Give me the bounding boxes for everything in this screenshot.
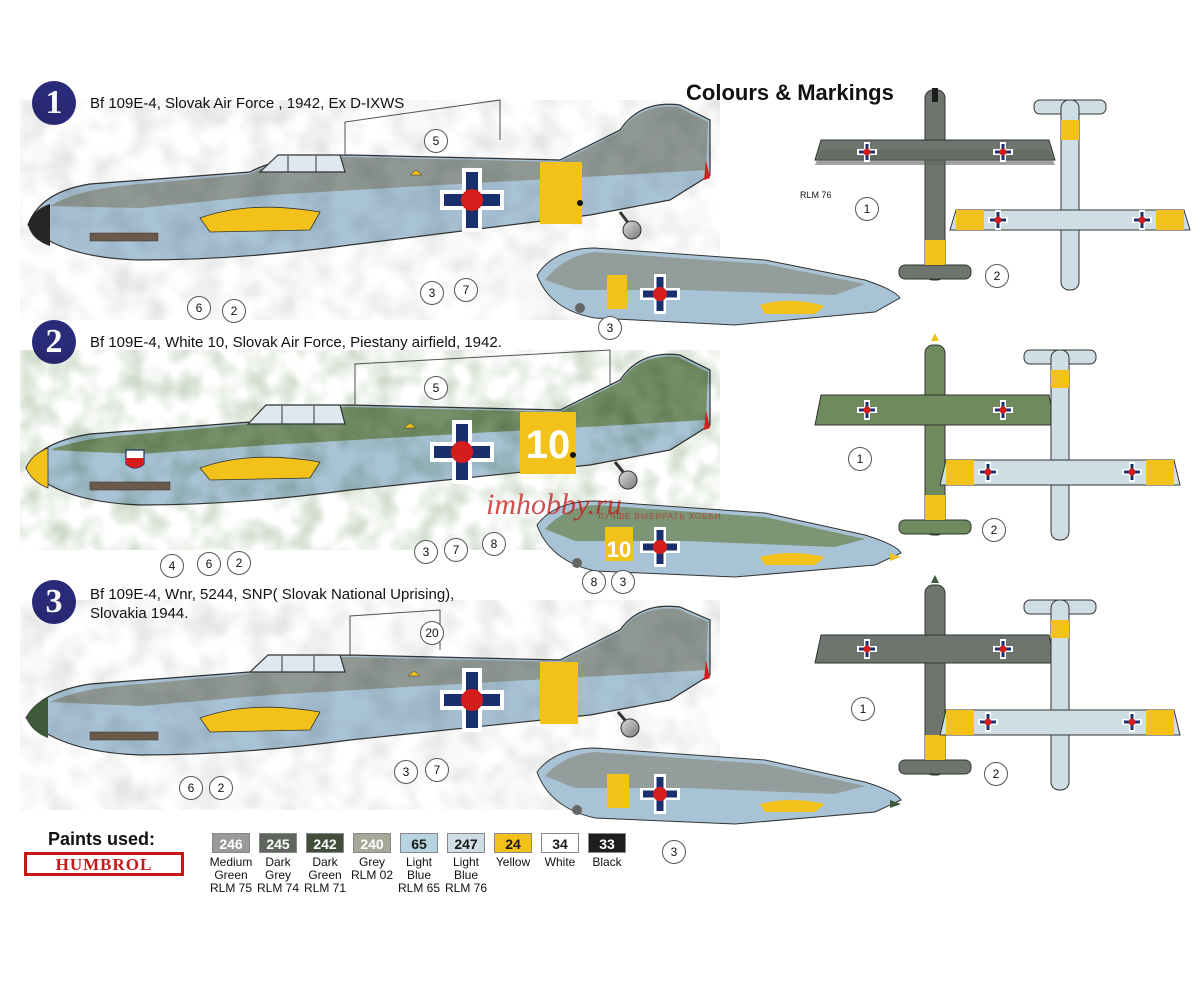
callout-2-5: 5 [424, 376, 448, 400]
paint-swatch-245: 245 [259, 833, 297, 853]
humbrol-logo: HUMBROL [24, 852, 184, 876]
callout-2-6: 6 [197, 552, 221, 576]
callout-plan-2c: 2 [984, 762, 1008, 786]
paint-swatch-247: 247 [447, 833, 485, 853]
callout-3-2: 2 [209, 776, 233, 800]
callout-2-8-small: 8 [582, 570, 606, 594]
scheme-3-caption-line1: Bf 109E-4, Wnr, 5244, SNP( Slovak Nation… [90, 586, 455, 603]
paints-title: Paints used: [48, 829, 156, 849]
paint-swatch-246: 246 [212, 833, 250, 853]
paint-name-line: Blue [453, 868, 479, 882]
paint-name-line: Green [308, 868, 342, 882]
paint-name-line: Yellow [495, 855, 531, 869]
paint-name-33: Black [582, 856, 632, 869]
callout-1-3-small: 3 [598, 316, 622, 340]
callout-2-4: 4 [160, 554, 184, 578]
scheme-1-side-profile [20, 99, 720, 320]
rlm-76-label: RLM 76 [800, 190, 832, 200]
scheme-2-small-fuselage-code: 10 [607, 537, 631, 562]
paint-name-34: White [535, 856, 585, 869]
watermark-logo: imhobby.ru [486, 488, 622, 521]
page-title: Colours & Markings [686, 80, 894, 105]
callout-2-8: 8 [482, 532, 506, 556]
paint-name-line: Light [452, 855, 480, 869]
paint-name-line: Medium [209, 855, 253, 869]
paint-name-line: Black [592, 855, 622, 869]
callout-2-7: 7 [444, 538, 468, 562]
paint-swatch-34: 34 [541, 833, 579, 853]
callout-3-3: 3 [394, 760, 418, 784]
callout-2-3: 3 [414, 540, 438, 564]
paint-name-line: RLM 75 [209, 881, 253, 895]
scheme-2-caption: Bf 109E-4, White 10, Slovak Air Force, P… [90, 334, 502, 351]
callout-3-3-small: 3 [662, 840, 686, 864]
paint-name-line: Grey [358, 855, 385, 869]
callout-plan-1c: 1 [851, 697, 875, 721]
watermark-subtitle: ЛУЧШЕ ВЫБИРАТЬ ХОББИ [598, 512, 722, 521]
callout-plan-1a: 1 [855, 197, 879, 221]
paint-name-line: Dark [265, 855, 291, 869]
paint-swatch-242: 242 [306, 833, 344, 853]
callout-3-7: 7 [425, 758, 449, 782]
callout-1-2: 2 [222, 299, 246, 323]
scheme-2-side-profile-small: 10 [536, 500, 902, 578]
paint-name-24: Yellow [488, 856, 538, 869]
paint-name-line: Green [214, 868, 248, 882]
paint-name-line: Dark [312, 855, 338, 869]
paint-name-line: Blue [406, 868, 432, 882]
paint-swatch-65: 65 [400, 833, 438, 853]
paint-swatch-33: 33 [588, 833, 626, 853]
callout-1-5: 5 [424, 129, 448, 153]
paint-name-line: RLM 76 [444, 881, 488, 895]
callout-2-3-small: 3 [611, 570, 635, 594]
paint-name-line: RLM 02 [350, 868, 394, 882]
scheme-1-side-profile-small [536, 247, 901, 326]
callout-plan-2a: 2 [985, 264, 1009, 288]
paint-name-line: RLM 65 [397, 881, 441, 895]
callout-plan-1b: 1 [848, 447, 872, 471]
callout-3-20: 20 [420, 621, 444, 645]
paint-name-line: RLM 74 [256, 881, 300, 895]
callout-3-6: 6 [179, 776, 203, 800]
paint-name-line: RLM 71 [303, 881, 347, 895]
scheme-3-side-profile-small [536, 747, 902, 825]
scheme-2-side-profile: 10 [20, 349, 720, 550]
plan-views [814, 88, 1191, 791]
callout-1-6: 6 [187, 296, 211, 320]
paint-name-line: Grey [264, 868, 291, 882]
scheme-2-fuselage-code: 10 [526, 423, 571, 467]
paint-name-line: Light [405, 855, 433, 869]
callout-2-2: 2 [227, 551, 251, 575]
paint-swatch-24: 24 [494, 833, 532, 853]
paint-name-line: White [544, 855, 576, 869]
paint-swatch-240: 240 [353, 833, 391, 853]
callout-1-7: 7 [454, 278, 478, 302]
callout-1-3: 3 [420, 281, 444, 305]
callout-plan-2b: 2 [982, 518, 1006, 542]
